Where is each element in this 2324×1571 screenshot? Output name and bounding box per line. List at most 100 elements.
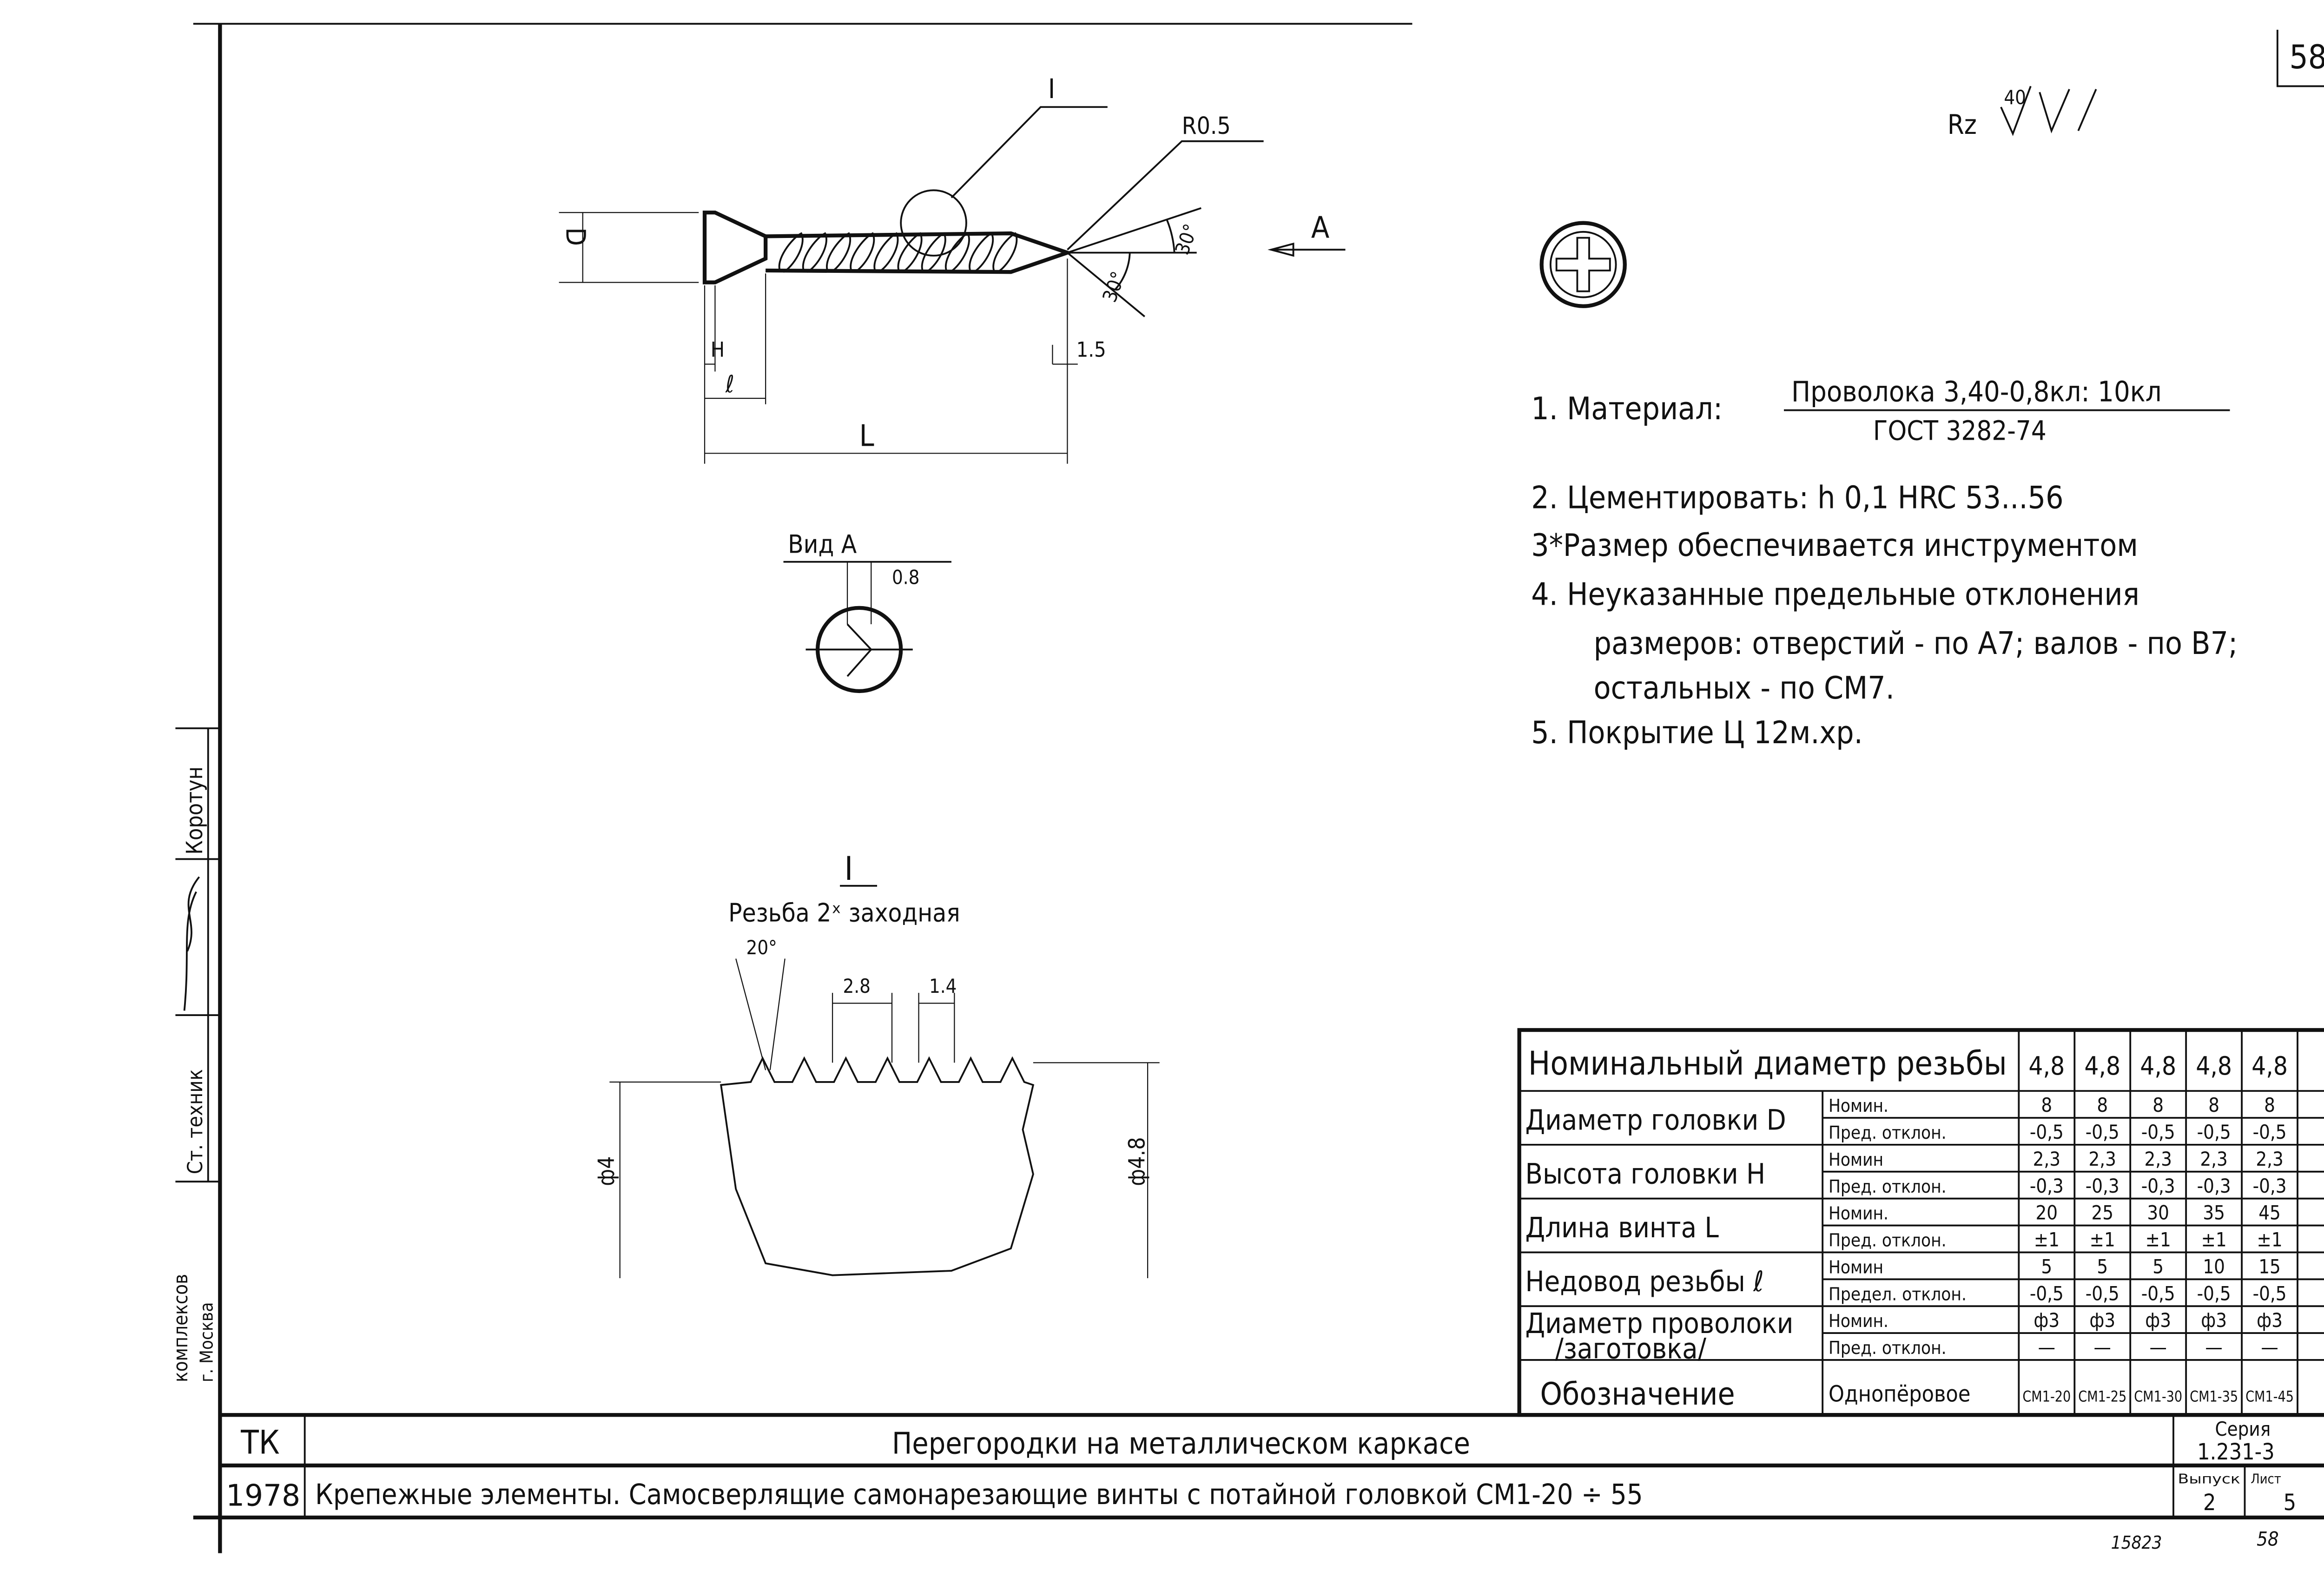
note-4-line-3: остальных - по СМ7. xyxy=(1594,670,1895,706)
signature xyxy=(183,876,200,1011)
table-cell: 45 xyxy=(2258,1201,2281,1224)
table-designation-value: СМ1-20 xyxy=(2022,1387,2071,1405)
page-number-bottom: 58 xyxy=(2257,1528,2279,1551)
radius-label: R0.5 xyxy=(1182,112,1231,140)
pitch-label: 2.8 xyxy=(843,975,870,997)
table-cell: 8 xyxy=(2152,1094,2164,1116)
note-4-line-1: 4. Неуказанные предельные отклонения xyxy=(1531,576,2139,612)
thread-detail: I Резьба 2ˣ заходная 20° 2.8 1.4 ф4 ф4.8 xyxy=(594,850,1160,1279)
table-cell: 8 xyxy=(2097,1094,2108,1116)
table-cell: — xyxy=(2149,1336,2166,1359)
table-cell: — xyxy=(2261,1336,2278,1359)
series-value: 1.231-3 xyxy=(2197,1439,2275,1465)
table-row-label: Длина винта L xyxy=(1525,1212,1719,1244)
table-cell: -0,3 xyxy=(2197,1175,2231,1197)
view-a: Вид А 0.8 xyxy=(783,530,951,693)
stamp-organization: комплексов xyxy=(169,1274,192,1382)
thread-angle-label: 20° xyxy=(746,936,777,959)
table-row-label: Недовод резьбы ℓ xyxy=(1525,1266,1763,1298)
page-number-top: 58 xyxy=(2276,29,2324,87)
table-cell: ±1 xyxy=(2034,1228,2060,1251)
table-cell: -0,5 xyxy=(2253,1282,2287,1305)
table-cell: 5 xyxy=(2097,1255,2108,1278)
thread-coil xyxy=(897,232,923,273)
table-row-sublabel: Номин xyxy=(1829,1257,1883,1278)
table-cell: 2,3 xyxy=(2089,1148,2116,1170)
table-cell: -0,5 xyxy=(2253,1121,2287,1143)
table-cell: -0,3 xyxy=(2253,1175,2287,1197)
page-number-top-text: 58 xyxy=(2289,38,2324,76)
dia-outer-label: ф4.8 xyxy=(1124,1137,1150,1186)
table-cell: ±1 xyxy=(2257,1228,2283,1251)
table-cell: — xyxy=(2038,1336,2055,1359)
table-header-value: 4,8 xyxy=(2251,1051,2288,1081)
table-header-value: 4,8 xyxy=(2028,1051,2065,1081)
detail-i-callout-circle xyxy=(900,189,967,257)
table-cell: ф3 xyxy=(2201,1309,2227,1332)
table-cell: ф3 xyxy=(2089,1309,2115,1332)
thread-coils xyxy=(778,232,1018,273)
table-cell: 5 xyxy=(2152,1255,2164,1278)
archive-number: 15823 xyxy=(2111,1532,2162,1553)
thread-coil xyxy=(802,232,827,273)
table-row-sublabel: Номин. xyxy=(1829,1096,1888,1116)
series-label: Серия xyxy=(2215,1418,2271,1440)
table-cell: -0,3 xyxy=(2030,1175,2064,1197)
phillips-cross-icon xyxy=(1555,237,1611,292)
sheet-value: 5 xyxy=(2284,1490,2296,1516)
sheet-label: Лист xyxy=(2251,1471,2281,1486)
table-cell: -0,5 xyxy=(2141,1121,2175,1143)
table-cell: -0,5 xyxy=(2030,1282,2064,1305)
note-3: 3*Размер обеспечивается инструментом xyxy=(1531,527,2138,563)
table-cell: -0,5 xyxy=(2086,1282,2119,1305)
dim-l-length-label: L xyxy=(859,419,874,453)
table-cell: ±1 xyxy=(2146,1228,2171,1251)
note-1-material: Проволока 3,40-0,8кл: 10кл xyxy=(1791,376,2162,408)
title-block-title: Перегородки на металлическом каркасе xyxy=(892,1426,1470,1461)
title-block: ТК 1978 Перегородки на металлическом кар… xyxy=(193,1413,2324,1553)
table-row-sublabel: Номин. xyxy=(1829,1203,1888,1224)
note-2: 2. Цементировать: h 0,1 HRC 53...56 xyxy=(1531,480,2063,516)
issue-value: 2 xyxy=(2203,1490,2216,1516)
screw-side-view: I R0.5 30° 30° A D H ℓ L 1.5 xyxy=(559,73,1346,464)
stamp-position: Ст. техник xyxy=(183,1069,207,1174)
table-cell: -0,5 xyxy=(2197,1282,2231,1305)
table-row-sublabel: Номин. xyxy=(1829,1311,1888,1332)
dim-tip-label: 1.5 xyxy=(1076,337,1106,362)
thread-coil xyxy=(873,232,899,273)
table-cell: -0,5 xyxy=(2086,1121,2119,1143)
view-arrow-label: A xyxy=(1311,211,1329,245)
thread-coil xyxy=(992,232,1018,273)
table-cell: 2,3 xyxy=(2144,1148,2172,1170)
table-cell: 35 xyxy=(2203,1201,2225,1224)
table-cell: 10 xyxy=(2203,1255,2225,1278)
title-block-code: ТК xyxy=(240,1423,280,1461)
thread-profile xyxy=(720,1056,1035,1276)
roughness-mark: Rz 40 xyxy=(1948,86,2097,140)
table-row-sublabel: Пред. отклон. xyxy=(1829,1122,1947,1143)
table-cell: 30 xyxy=(2147,1201,2169,1224)
table-cell: — xyxy=(2205,1336,2222,1359)
dia-inner-label: ф4 xyxy=(594,1156,620,1186)
crest-label: 1.4 xyxy=(929,975,957,997)
table-designation-value: СМ1-35 xyxy=(2190,1387,2238,1405)
thread-coil xyxy=(778,232,804,273)
dim-h-label: H xyxy=(711,337,725,362)
table-header-value: 4,8 xyxy=(2140,1051,2176,1081)
table-cell: ф3 xyxy=(2034,1309,2060,1332)
table-cell: -0,3 xyxy=(2141,1175,2175,1197)
thread-coil xyxy=(826,232,852,273)
note-1-prefix: 1. Материал: xyxy=(1531,390,1723,427)
note-4-line-2: размеров: отверстий - по А7; валов - по … xyxy=(1594,625,2238,661)
table-header-value: 4,8 xyxy=(2084,1051,2120,1081)
thread-coil xyxy=(945,232,970,273)
thread-caption: Резьба 2ˣ заходная xyxy=(728,898,960,928)
title-block-year: 1978 xyxy=(226,1479,300,1513)
roughness-value: 40 xyxy=(2004,86,2026,109)
note-5: 5. Покрытие Ц 12м.хр. xyxy=(1531,714,1863,751)
dim-l-small-label: ℓ xyxy=(725,371,734,398)
table-cell: -0,5 xyxy=(2141,1282,2175,1305)
table-row-sublabel: Пред. отклон. xyxy=(1829,1338,1947,1359)
thread-coil xyxy=(969,232,994,273)
